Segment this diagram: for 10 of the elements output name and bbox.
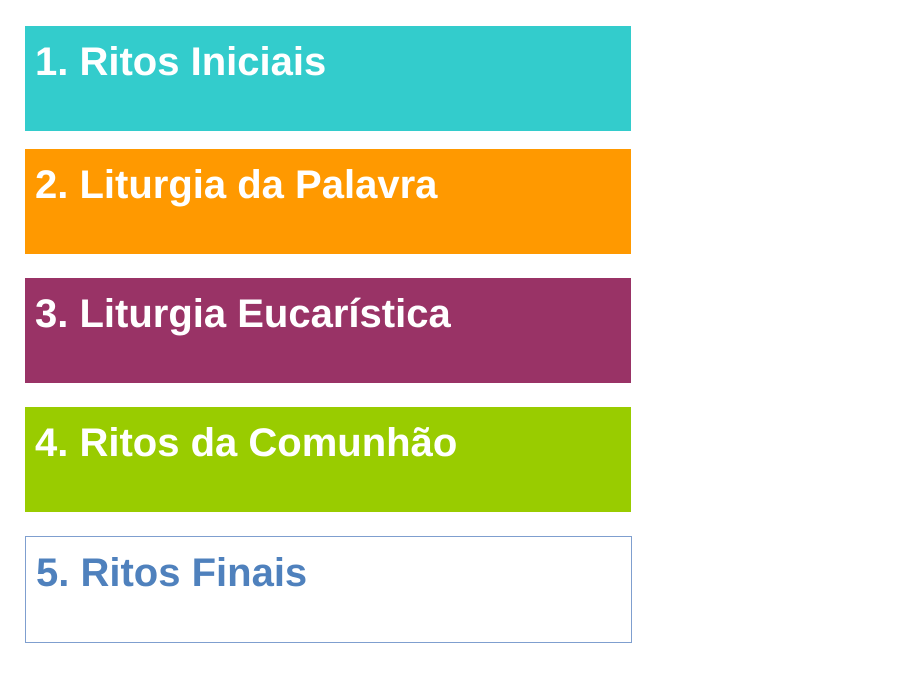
section-title: 3. Liturgia Eucarística <box>35 292 451 336</box>
section-title: 4. Ritos da Comunhão <box>35 421 458 465</box>
section-panel <box>25 26 631 131</box>
section-panel <box>25 278 631 383</box>
section-panel <box>25 536 632 643</box>
section-title: 1. Ritos Iniciais <box>35 40 326 84</box>
section-panel <box>25 149 631 254</box>
section-panel <box>25 407 631 512</box>
section-title: 2. Liturgia da Palavra <box>35 163 438 207</box>
section-title: 5. Ritos Finais <box>36 551 308 595</box>
